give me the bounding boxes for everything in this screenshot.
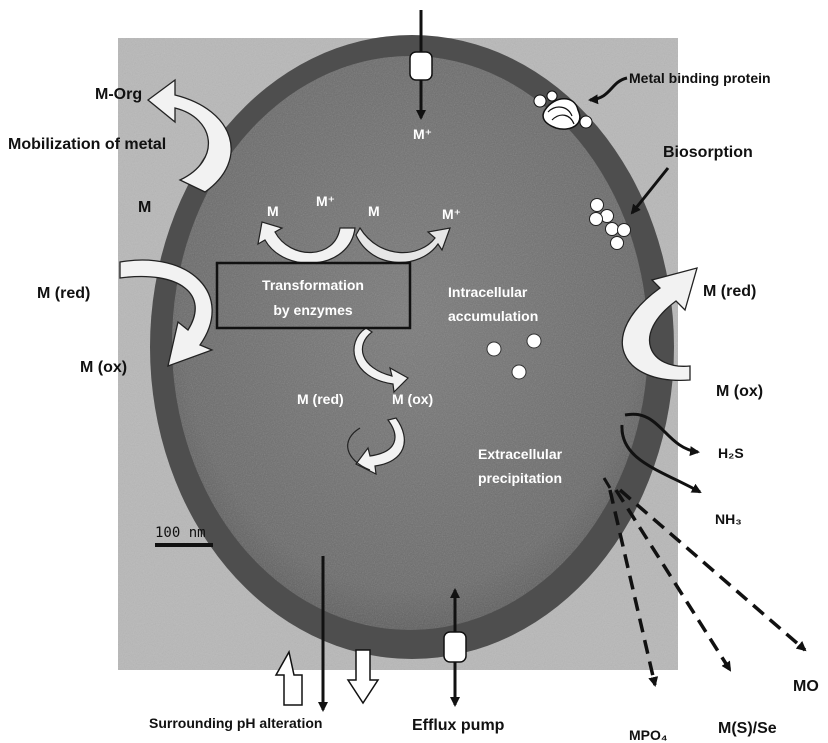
label-intracellular-1: Intracellular	[448, 284, 528, 300]
label-m-red-inner: M (red)	[297, 391, 344, 407]
label-m-plus-2: M⁺	[442, 206, 461, 222]
label-m-ox-right: M (ox)	[716, 383, 763, 400]
pump-icon	[410, 52, 432, 80]
label-m-left: M	[138, 199, 151, 216]
label-m-plus-top: M⁺	[413, 126, 432, 142]
label-transformation-1: Transformation	[262, 277, 364, 293]
scale-bar-label: 100 nm	[155, 525, 206, 541]
label-biosorption: Biosorption	[663, 144, 753, 161]
label-h2s: H₂S	[718, 445, 744, 461]
label-mo: MO	[793, 678, 819, 695]
scale-bar-line	[155, 543, 213, 547]
label-m-2: M	[368, 203, 380, 219]
scale-bar: 100 nm	[155, 525, 213, 547]
label-m-1: M	[267, 203, 279, 219]
label-m-org: M-Org	[95, 86, 142, 103]
label-transformation-2: by enzymes	[273, 302, 353, 318]
label-ms-se: M(S)/Se	[718, 720, 777, 737]
label-extracellular-1: Extracellular	[478, 446, 563, 462]
label-surrounding-ph: Surrounding pH alteration	[149, 715, 322, 731]
label-metal-binding-protein: Metal binding protein	[629, 70, 771, 86]
label-intracellular-2: accumulation	[448, 308, 538, 324]
label-nh3: NH₃	[715, 511, 742, 527]
label-mobilization: Mobilization of metal	[8, 136, 166, 153]
label-mpo4: MPO₄	[629, 727, 668, 743]
label-efflux-pump: Efflux pump	[412, 717, 505, 734]
efflux-pump-icon	[444, 632, 466, 662]
label-m-plus-1: M⁺	[316, 193, 335, 209]
label-m-red-right: M (red)	[703, 283, 756, 300]
label-extracellular-2: precipitation	[478, 470, 562, 486]
label-m-ox-inner: M (ox)	[392, 391, 433, 407]
label-m-ox-left: M (ox)	[80, 359, 127, 376]
label-m-red-left: M (red)	[37, 285, 90, 302]
